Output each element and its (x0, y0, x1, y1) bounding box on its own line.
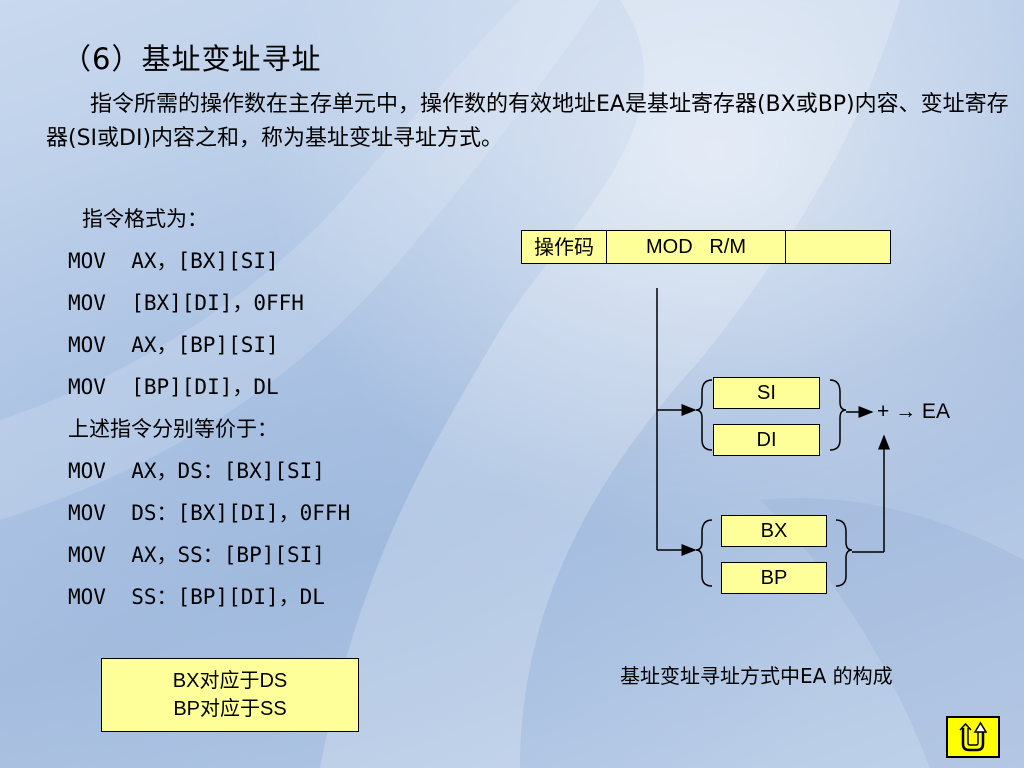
base-left-brace (695, 519, 713, 587)
mod-rm-field: MOD R/M (607, 231, 786, 263)
code-block: 指令格式为： MOV AX，[BX][SI] MOV [BX][DI]，0FFH… (68, 198, 350, 618)
equiv-code-line: MOV AX，DS：[BX][SI] (68, 459, 325, 483)
bx-register-box: BX (721, 515, 827, 547)
code-line: MOV AX，[BX][SI] (68, 249, 279, 273)
equivalence-heading: 上述指令分别等价于： (68, 417, 278, 441)
segment-note-box: BX对应于DS BP对应于SS (101, 658, 359, 732)
equiv-code-line: MOV AX，SS：[BP][SI] (68, 543, 325, 567)
instruction-format-box: 操作码 MOD R/M (521, 230, 891, 264)
bp-register-box: BP (721, 562, 827, 594)
equiv-code-line: MOV DS：[BX][DI]，0FFH (68, 501, 351, 525)
base-right-brace (835, 519, 853, 587)
return-button[interactable] (946, 716, 1000, 758)
di-register-box: DI (713, 424, 820, 456)
equiv-code-line: MOV SS：[BP][DI]，DL (68, 585, 325, 609)
si-register-box: SI (713, 377, 820, 409)
description-text: 指令所需的操作数在主存单元中，操作数的有效地址EA是基址寄存器(BX或BP)内容… (46, 92, 1009, 151)
code-line: MOV [BX][DI]，0FFH (68, 291, 304, 315)
note-line-2: BP对应于SS (173, 698, 287, 720)
diagram-caption: 基址变址寻址方式中EA 的构成 (620, 664, 893, 688)
code-line: MOV AX，[BP][SI] (68, 333, 279, 357)
note-line-1: BX对应于DS (172, 670, 288, 692)
opcode-field: 操作码 (522, 231, 607, 263)
page-title: （6）基址变址寻址 (62, 42, 322, 76)
code-line: MOV [BP][DI]，DL (68, 375, 279, 399)
u-turn-arrow-icon (959, 721, 988, 752)
ea-result-label: + → EA (877, 400, 950, 423)
description-paragraph: 指令所需的操作数在主存单元中，操作数的有效地址EA是基址寄存器(BX或BP)内容… (46, 88, 1016, 156)
format-heading: 指令格式为： (82, 207, 208, 231)
index-left-brace (695, 379, 713, 451)
index-right-brace (829, 379, 847, 451)
